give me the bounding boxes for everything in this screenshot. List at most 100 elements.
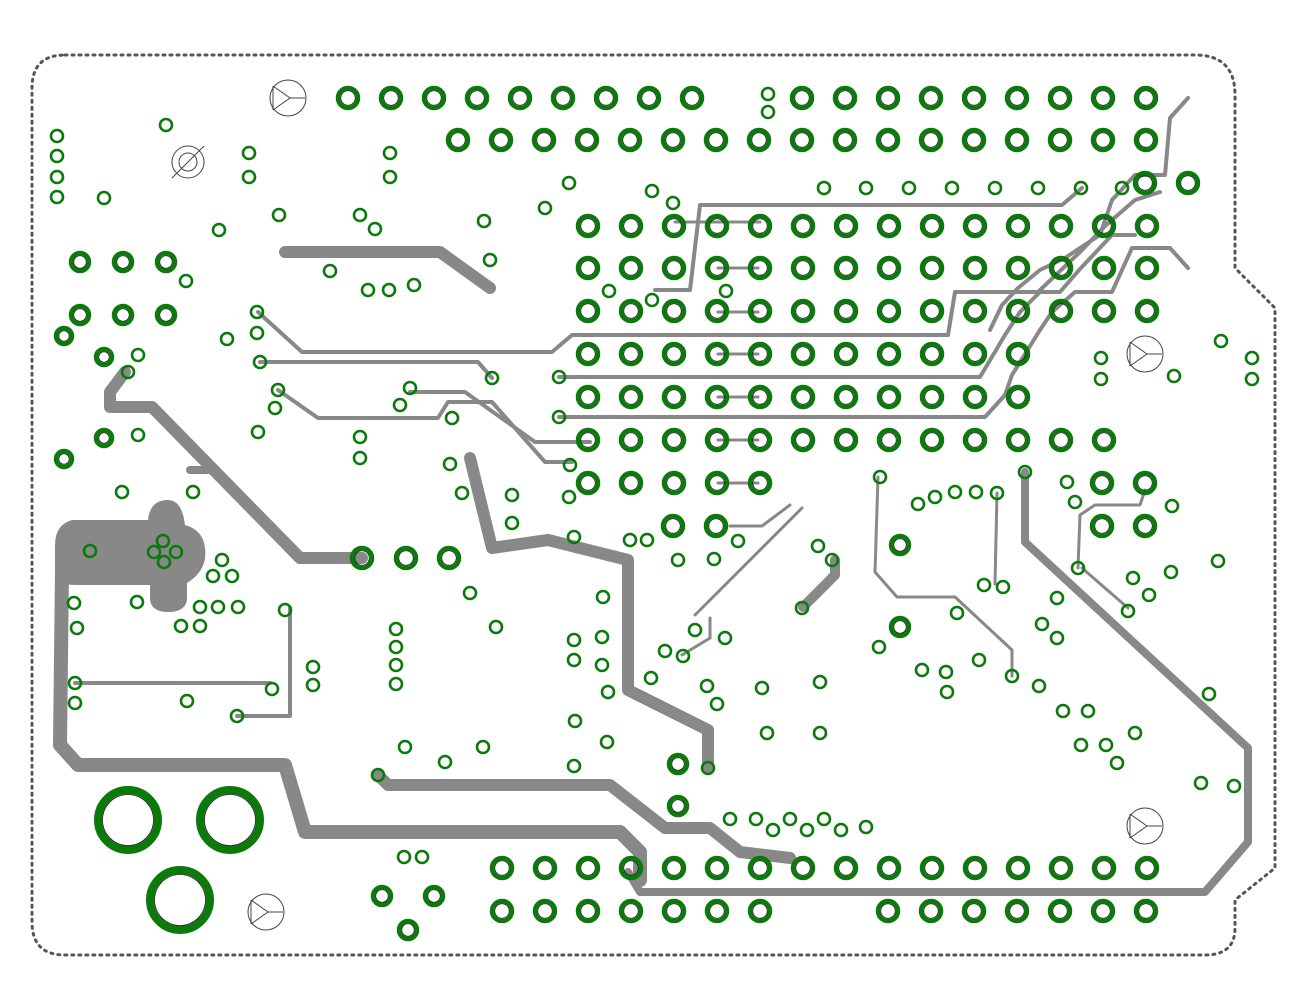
through-hole-pad-ring-16 [1095,90,1111,106]
through-hole-pad-162 [111,303,135,327]
through-hole-pad-58 [962,255,988,281]
via-346 [1125,570,1141,586]
via-300 [765,822,781,838]
through-hole-pad-ring-52 [709,260,725,276]
through-hole-pad-36 [618,213,644,239]
through-hole-pad-137 [1005,855,1031,881]
via-313 [1030,180,1046,196]
through-hole-pad-ring-141 [494,903,510,919]
through-hole-pad-85 [919,341,945,367]
via-252 [230,599,246,615]
through-hole-pad-12 [918,85,944,111]
through-hole-pad-0 [335,85,361,111]
via-356 [1166,368,1182,384]
through-hole-pad-ring-60 [1053,260,1069,276]
via-274 [566,652,582,668]
through-hole-pad-ring-26 [794,132,810,148]
via-288 [567,713,583,729]
through-hole-pad-172 [370,884,394,908]
through-hole-pad-20 [531,127,557,153]
through-hole-pad-99 [575,427,601,453]
via-354 [1093,350,1109,366]
through-hole-pad-ring-105 [838,432,854,448]
through-hole-pad-123 [660,513,686,539]
trace-3 [464,452,714,774]
through-hole-pad-ring-150 [966,903,982,919]
through-hole-pad-ring-173 [427,889,441,903]
through-hole-pad-98 [1005,384,1031,410]
through-hole-pad-ring-54 [795,260,811,276]
through-hole-pad-ring-2 [426,90,442,106]
through-hole-pad-ring-96 [924,389,940,405]
through-hole-pad-ring-79 [666,346,682,362]
through-hole-pad-ring-127 [580,860,596,876]
through-hole-pad-ring-169 [893,620,907,634]
through-hole-pad-163 [154,303,178,327]
through-hole-pad-ring-113 [623,475,639,491]
via-230 [566,529,582,545]
through-hole-pad-ring-161 [73,308,87,322]
via-180 [49,169,65,185]
through-hole-pad-ring-158 [73,255,87,269]
via-262 [388,639,404,655]
through-hole-pad-ring-135 [924,860,940,876]
fiducial-icon [269,79,307,117]
via-298 [722,811,738,827]
through-hole-pad-ring-98 [1010,389,1026,405]
through-hole-pad-3 [464,85,490,111]
via-285 [812,674,828,690]
trace-16 [728,503,792,528]
through-hole-pad-ring-132 [795,860,811,876]
through-hole-pad-7 [636,85,662,111]
through-hole-pad-ring-56 [881,260,897,276]
through-hole-pad-ring-116 [752,475,768,491]
via-309 [858,180,874,196]
via-196 [381,282,397,298]
through-hole-pad-170 [666,752,690,776]
through-hole-pad-ring-157 [441,550,457,566]
via-320 [968,484,984,500]
via-249 [66,595,82,611]
via-296 [396,849,412,865]
through-hole-pad-113 [618,470,644,496]
via-255 [192,618,208,634]
through-hole-pad-14 [1004,85,1030,111]
via-348 [1120,603,1136,619]
through-hole-pad-ring-126 [537,860,553,876]
via-198 [322,263,338,279]
via-194 [482,252,498,268]
through-hole-pad-30 [961,127,987,153]
through-hole-pad-18 [445,127,471,153]
through-hole-pad-50 [618,255,644,281]
through-hole-pad-159 [111,250,135,274]
through-hole-pad-ring-86 [967,346,983,362]
via-254 [173,618,189,634]
via-331 [914,662,930,678]
via-271 [229,708,245,724]
via-228 [562,457,578,473]
through-hole-pad-34 [1133,127,1159,153]
via-301 [782,811,798,827]
through-hole-pad-ring-122 [1137,518,1153,534]
through-hole-pad-141 [489,898,515,924]
via-209 [392,397,408,413]
through-hole-pad-ring-76 [1139,303,1155,319]
through-hole-pad-78 [618,341,644,367]
through-hole-pad-ring-65 [666,303,682,319]
through-hole-pad-ring-38 [709,218,725,234]
via-258 [462,585,478,601]
via-192 [382,169,398,185]
through-hole-pad-11 [875,85,901,111]
through-hole-pad-ring-85 [924,346,940,362]
through-hole-pad-ring-143 [580,903,596,919]
through-hole-pad-133 [833,855,859,881]
through-hole-pad-60 [1048,255,1074,281]
via-197 [406,277,422,293]
through-hole-pad-165 [93,346,115,368]
trace-21 [1080,566,1130,610]
via-246 [214,552,230,568]
via-223 [601,283,617,299]
via-295 [370,767,386,783]
through-hole-pad-65 [661,298,687,324]
via-264 [388,676,404,692]
